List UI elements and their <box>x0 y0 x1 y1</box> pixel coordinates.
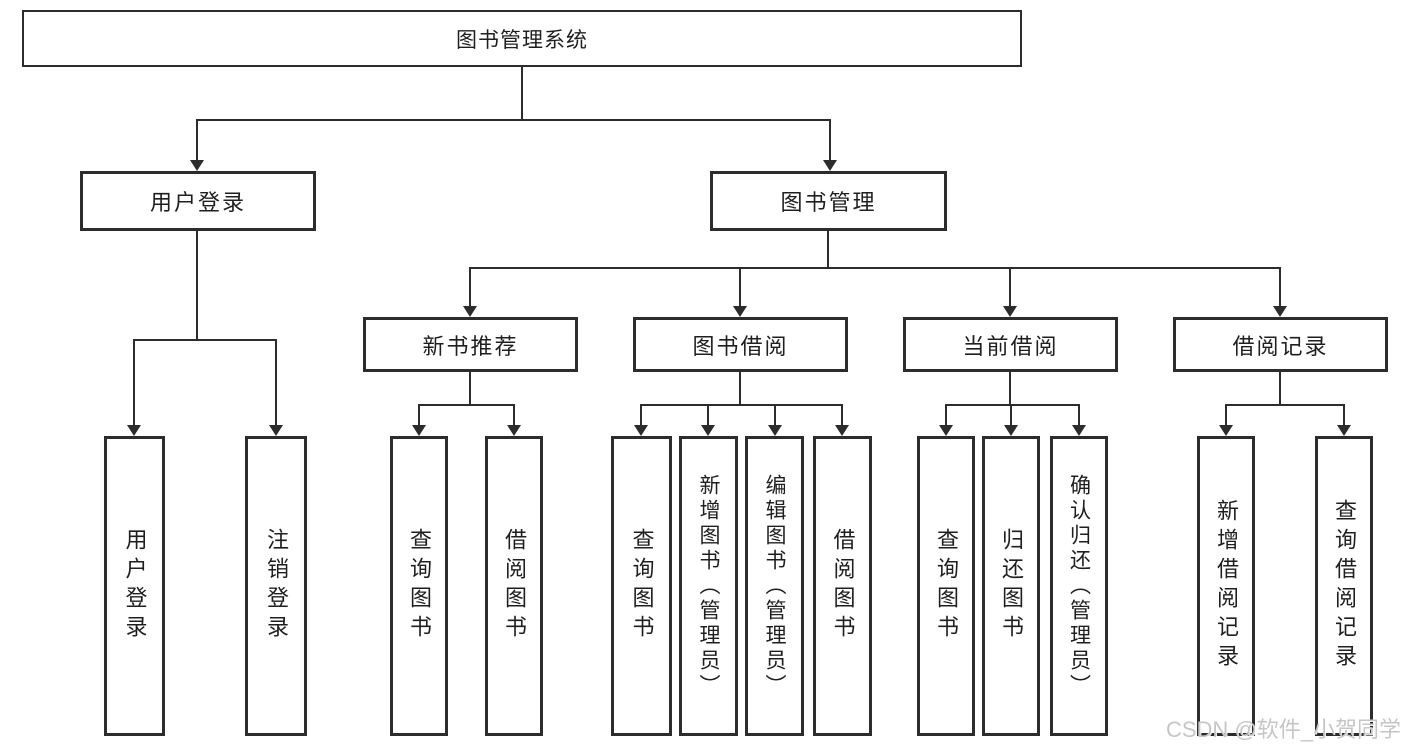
connector-line <box>1343 404 1345 427</box>
leaf-recommend-query-book: 查询图书 <box>390 436 448 736</box>
connector-line <box>1225 404 1345 406</box>
arrow-down-icon <box>701 425 715 436</box>
connector-line <box>640 404 843 406</box>
connector-line <box>469 267 1281 269</box>
connector-line <box>513 404 515 427</box>
arrow-down-icon <box>127 425 141 436</box>
connector-line <box>521 67 523 121</box>
arrow-down-icon <box>733 306 747 317</box>
arrow-down-icon <box>412 425 426 436</box>
arrow-down-icon <box>1004 425 1018 436</box>
connector-line <box>418 404 515 406</box>
leaf-records-add-record: 新增借阅记录 <box>1197 436 1255 736</box>
leaf-recommend-borrow-book: 借阅图书 <box>485 436 543 736</box>
connector-line <box>841 404 843 427</box>
leaf-records-query-record: 查询借阅记录 <box>1315 436 1373 736</box>
connector-line <box>418 404 420 427</box>
arrow-down-icon <box>768 425 782 436</box>
leaf-borrowing-query-book: 查询图书 <box>611 436 672 736</box>
node-current-borrowing: 当前借阅 <box>903 317 1118 372</box>
csdn-watermark: CSDN @软件_小贺同学 <box>1165 717 1401 742</box>
connector-line <box>275 339 277 427</box>
node-book-management: 图书管理 <box>710 171 947 231</box>
connector-line <box>1225 404 1227 427</box>
leaf-borrowing-borrow-book: 借阅图书 <box>813 436 872 736</box>
arrow-down-icon <box>1337 425 1351 436</box>
connector-line <box>1009 267 1011 308</box>
connector-line <box>1010 404 1012 427</box>
connector-line <box>1279 372 1281 406</box>
arrow-down-icon <box>507 425 521 436</box>
arrow-down-icon <box>634 425 648 436</box>
arrow-down-icon <box>463 306 477 317</box>
node-user-login: 用户登录 <box>80 171 316 231</box>
connector-line <box>133 339 135 427</box>
arrow-down-icon <box>823 160 837 171</box>
leaf-borrowing-add-book-admin: 新增图书（管理员） <box>679 436 738 736</box>
arrow-down-icon <box>269 425 283 436</box>
connector-line <box>196 119 198 162</box>
connector-line <box>739 267 741 308</box>
connector-line <box>196 231 198 341</box>
leaf-current-confirm-return-admin: 确认归还（管理员） <box>1050 436 1108 736</box>
connector-line <box>1009 372 1011 406</box>
node-new-book-recommend: 新书推荐 <box>363 317 578 372</box>
connector-line <box>1078 404 1080 427</box>
leaf-logout: 注销登录 <box>245 436 307 736</box>
arrow-down-icon <box>190 160 204 171</box>
connector-line <box>1279 267 1281 308</box>
connector-line <box>739 372 741 406</box>
arrow-down-icon <box>835 425 849 436</box>
leaf-borrowing-edit-book-admin: 编辑图书（管理员） <box>745 436 804 736</box>
connector-line <box>707 404 709 427</box>
arrow-down-icon <box>939 425 953 436</box>
connector-line <box>945 404 947 427</box>
node-root-library-system: 图书管理系统 <box>22 10 1022 67</box>
connector-line <box>640 404 642 427</box>
leaf-current-return-book: 归还图书 <box>982 436 1040 736</box>
arrow-down-icon <box>1003 306 1017 317</box>
connector-line <box>829 119 831 162</box>
connector-line <box>469 372 471 406</box>
arrow-down-icon <box>1273 306 1287 317</box>
connector-line <box>945 404 1080 406</box>
connector-line <box>196 119 831 121</box>
connector-line <box>133 339 277 341</box>
arrow-down-icon <box>1072 425 1086 436</box>
leaf-current-query-book: 查询图书 <box>917 436 975 736</box>
connector-line <box>774 404 776 427</box>
leaf-user-login: 用户登录 <box>104 436 165 736</box>
connector-line <box>827 231 829 269</box>
arrow-down-icon <box>1219 425 1233 436</box>
connector-line <box>469 267 471 308</box>
node-borrow-records: 借阅记录 <box>1173 317 1388 372</box>
node-book-borrowing: 图书借阅 <box>633 317 848 372</box>
